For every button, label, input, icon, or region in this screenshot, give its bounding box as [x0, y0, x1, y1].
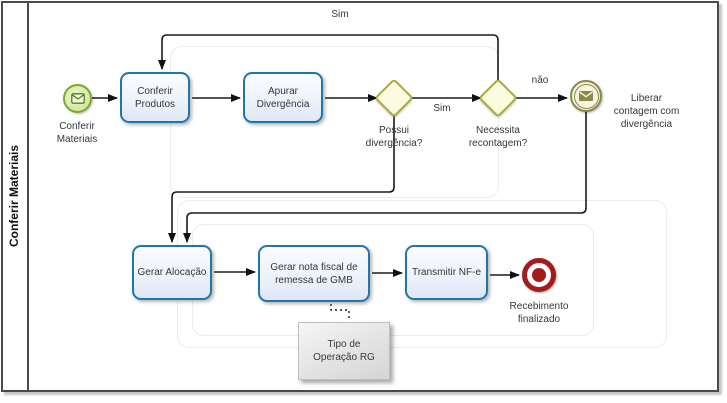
end-event[interactable] — [522, 258, 556, 292]
envelope-icon — [579, 91, 593, 101]
end-event-dot — [532, 268, 546, 282]
gateway-possui-divergencia-label: Possui divergência? — [365, 125, 423, 149]
task-conferir-produtos[interactable]: Conferir Produtos — [120, 72, 190, 123]
annotation-tipo-operacao[interactable]: Tipo de Operação RG — [298, 322, 390, 380]
end-event-label: Recebimento finalizado — [509, 301, 569, 325]
group-outline-top — [170, 46, 499, 198]
start-message-event[interactable] — [63, 84, 92, 113]
start-event-label: Conferir Materiais — [56, 121, 98, 145]
task-gerar-alocacao[interactable]: Gerar Alocação — [132, 245, 212, 300]
intermediate-message-event[interactable] — [570, 80, 602, 112]
flow-label-sim-loop: Sim — [331, 9, 349, 20]
intermediate-event-label: Liberar contagem com divergência — [613, 93, 680, 130]
task-gerar-nota-fiscal[interactable]: Gerar nota fiscal de remessa de GMB — [258, 245, 370, 302]
flow-label-sim: Sim — [433, 103, 451, 114]
flow-label-nao: não — [531, 75, 549, 86]
task-apurar-divergencia[interactable]: Apurar Divergência — [243, 72, 323, 123]
lane-title: Conferir Materiais — [7, 144, 21, 247]
envelope-icon — [70, 93, 85, 104]
lane-header: Conferir Materiais — [1, 1, 29, 390]
gateway-necessita-recontagem-label: Necessita recontagem? — [468, 125, 528, 149]
task-transmitir-nfe[interactable]: Transmitir NF-e — [405, 245, 488, 300]
